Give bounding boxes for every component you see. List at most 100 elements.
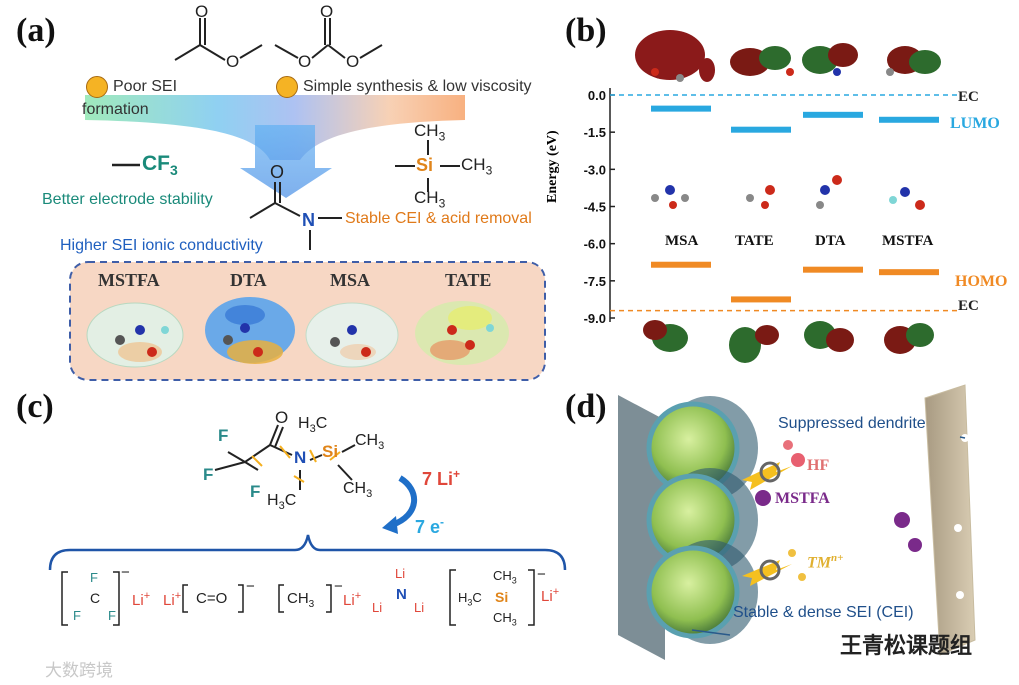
lithium-anode bbox=[924, 384, 976, 656]
species-li3n-li-top: Li bbox=[395, 566, 406, 581]
e-minus-sup: - bbox=[440, 515, 445, 529]
h3c-h: H bbox=[267, 492, 279, 509]
lumo-orbital-mstfa bbox=[886, 46, 941, 76]
ester-o-atom: O bbox=[195, 2, 209, 21]
tm-sup: n+ bbox=[831, 552, 844, 564]
h3c-sub: 3 bbox=[278, 500, 285, 513]
tms-structure bbox=[395, 140, 460, 192]
carbonate-o3-atom: O bbox=[346, 52, 360, 71]
carbonate-o-atom: O bbox=[320, 2, 334, 21]
chart-category-dta: DTA bbox=[815, 233, 846, 249]
h3c-c: C bbox=[472, 590, 482, 605]
esp-surface-tate bbox=[415, 301, 509, 365]
species-co: C=O bbox=[196, 590, 228, 607]
decomposition-brace bbox=[48, 534, 567, 571]
homo-orbital-tate bbox=[729, 325, 779, 363]
tm-label: TMn+ bbox=[807, 552, 843, 572]
y-tick-label: -7.5 bbox=[584, 274, 606, 289]
molecule-label-dta: DTA bbox=[230, 270, 267, 290]
tm-ion-1 bbox=[788, 549, 796, 557]
homo-level-tate bbox=[731, 296, 791, 303]
species-cf3-charge: − bbox=[121, 564, 130, 581]
molecule-label-tate: TATE bbox=[445, 270, 492, 290]
mstfa-molecule-2 bbox=[894, 512, 910, 528]
cf3-group: CF3 bbox=[142, 152, 178, 178]
c-f-atom-2: F bbox=[203, 465, 214, 484]
ch3-sub: 3 bbox=[308, 599, 315, 610]
watermark-right: 王青松课题组 bbox=[840, 633, 973, 658]
species-ch3: CH3 bbox=[287, 590, 314, 610]
ball-stick-mstfa bbox=[889, 187, 925, 210]
hf-label: HF bbox=[807, 457, 830, 474]
li-plus-text: 7 Li bbox=[422, 469, 454, 489]
h3c-sub: 3 bbox=[309, 423, 316, 436]
ec-bottom-label: EC bbox=[958, 298, 979, 314]
panel-d-label: (d) bbox=[565, 388, 607, 425]
tms-ch3-top: CH3 bbox=[414, 121, 445, 143]
chart-ylabel: Energy (eV) bbox=[545, 130, 560, 203]
species-li-1: Li+ bbox=[132, 590, 150, 609]
li-text: Li bbox=[132, 592, 144, 609]
chart-category-mstfa: MSTFA bbox=[882, 233, 934, 249]
ester-o2-atom: O bbox=[226, 52, 240, 71]
li-sup: + bbox=[143, 590, 151, 602]
reduction-arrow bbox=[390, 475, 418, 528]
hf-block-icon bbox=[759, 461, 781, 483]
better-electrode-text: Better electrode stability bbox=[42, 191, 213, 208]
molecule-label-msa: MSA bbox=[330, 270, 370, 290]
c-f-atom-3: F bbox=[250, 482, 261, 501]
happy-face-icon bbox=[276, 76, 298, 98]
hf-blocked-arrow bbox=[742, 462, 792, 490]
panel-a-label: (a) bbox=[16, 12, 56, 49]
ec-top-label: EC bbox=[958, 89, 979, 105]
lumo-orbital-tate bbox=[730, 46, 794, 76]
ball-stick-tate bbox=[746, 185, 775, 209]
species-li-3: Li+ bbox=[343, 590, 361, 609]
tms-si-atom: Si bbox=[416, 155, 434, 175]
homo-level-dta bbox=[803, 266, 863, 273]
tms-ch3-right: CH3 bbox=[461, 155, 492, 177]
li-sup: + bbox=[174, 590, 182, 602]
panel-b-label: (b) bbox=[565, 12, 607, 49]
cf3-text: CF bbox=[142, 152, 170, 175]
ch3-sub: 3 bbox=[511, 617, 517, 628]
lumo-label: LUMO bbox=[950, 115, 1000, 132]
y-tick-label: -1.5 bbox=[584, 125, 606, 140]
cathode-particle-bottom bbox=[646, 540, 758, 644]
esp-surface-dta bbox=[205, 297, 295, 364]
lumo-orbital-msa bbox=[635, 30, 715, 82]
e-minus-text: 7 e bbox=[415, 517, 441, 537]
li-text: Li bbox=[343, 592, 355, 609]
c-n-atom: N bbox=[294, 448, 307, 467]
h3c-h: H bbox=[458, 590, 468, 605]
sad-face-icon bbox=[86, 76, 108, 98]
ch3-text: CH bbox=[355, 432, 379, 449]
watermark-left: 大数跨境 bbox=[45, 661, 113, 680]
ball-stick-dta bbox=[816, 175, 842, 209]
funnel-arrow bbox=[240, 125, 332, 198]
cf3-sub: 3 bbox=[170, 162, 178, 179]
stable-sei-text: Stable & dense SEI (CEI) bbox=[733, 604, 914, 621]
species-li3n-li-right: Li bbox=[414, 600, 425, 615]
hf-molecule-2 bbox=[791, 453, 805, 467]
ch3-sub: 3 bbox=[438, 129, 446, 144]
lumo-level-mstfa bbox=[879, 116, 939, 123]
species-li-4: Li+ bbox=[541, 586, 559, 605]
lumo-level-dta bbox=[803, 111, 863, 118]
species-ch3-charge: − bbox=[334, 578, 343, 595]
tm-blocked-arrow bbox=[742, 560, 792, 586]
stable-cei-text: Stable CEI & acid removal bbox=[345, 210, 532, 227]
species-li3n-li-left: Li bbox=[372, 600, 383, 615]
species-co-charge: − bbox=[246, 578, 255, 595]
higher-sei-text: Higher SEI ionic conductivity bbox=[60, 237, 263, 254]
homo-level-msa bbox=[651, 261, 711, 268]
species-si-atom: Si bbox=[495, 589, 509, 605]
methyl-acetate-structure bbox=[174, 18, 263, 61]
species-si-charge: − bbox=[537, 566, 546, 583]
li-plus-sup: + bbox=[453, 467, 461, 481]
species-brackets bbox=[61, 569, 535, 626]
c-f-atom-1: F bbox=[218, 426, 229, 445]
poor-sei-text: Poor SEI bbox=[113, 78, 178, 95]
co-c: C bbox=[196, 590, 207, 607]
simple-synthesis-text: Simple synthesis & low viscosity bbox=[303, 78, 532, 95]
